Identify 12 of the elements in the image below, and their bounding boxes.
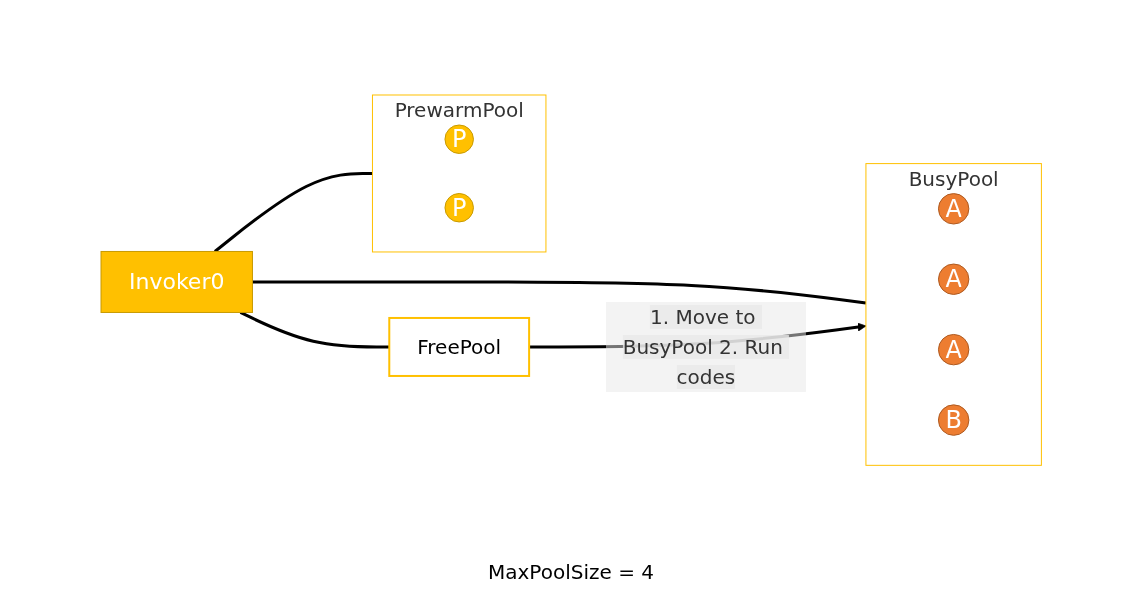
edge-label: 1. Move to BusyPool 2. Run codes	[622, 304, 783, 389]
node-circle: B	[937, 404, 970, 436]
connector	[213, 171, 373, 253]
node-box: FreePool	[388, 316, 530, 377]
node-circle: A	[937, 333, 970, 366]
connector	[252, 280, 866, 305]
node-circle: P	[444, 192, 474, 223]
node-circle: P	[444, 124, 474, 154]
node-circle: A	[937, 192, 970, 225]
note-text: MaxPoolSize = 4	[488, 560, 654, 584]
node-box: Invoker0	[100, 250, 253, 313]
node-circle: A	[937, 263, 970, 295]
